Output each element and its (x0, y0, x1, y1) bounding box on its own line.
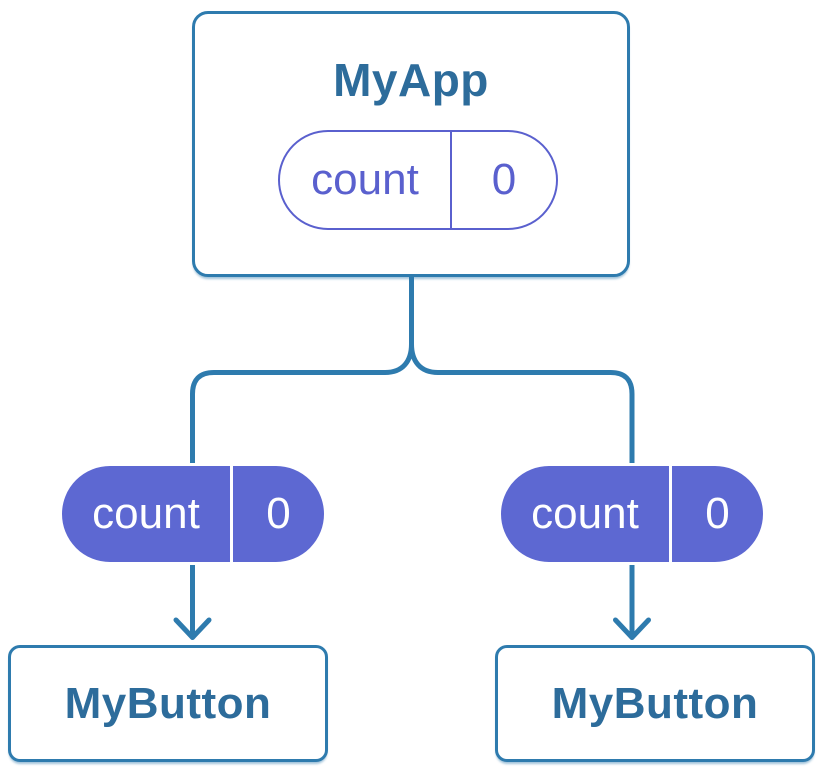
pill-divider (230, 466, 233, 562)
root-component-title: MyApp (333, 54, 489, 106)
child-component-title: MyButton (64, 678, 272, 728)
state-value: 0 (491, 155, 517, 204)
connector-branch-left (190, 343, 414, 634)
prop-label: count (92, 489, 200, 538)
state-label: count (311, 155, 419, 204)
prop-pill-left: count 0 (59, 463, 327, 565)
prop-value: 0 (266, 489, 291, 538)
pill-divider (450, 132, 452, 228)
prop-label: count (531, 489, 639, 538)
child-component-box-left: MyButton (8, 645, 328, 762)
connector-branch-right (409, 343, 635, 634)
arrow-down-icon-right (613, 617, 651, 640)
arrow-down-icon-left (173, 617, 212, 640)
child-component-title: MyButton (551, 678, 759, 728)
root-component-box: MyApp count 0 (192, 11, 630, 277)
child-component-box-right: MyButton (495, 645, 815, 762)
prop-pill-right: count 0 (498, 463, 766, 565)
pill-divider (669, 466, 672, 562)
prop-value: 0 (705, 489, 730, 538)
root-state-pill: count 0 (278, 130, 558, 230)
